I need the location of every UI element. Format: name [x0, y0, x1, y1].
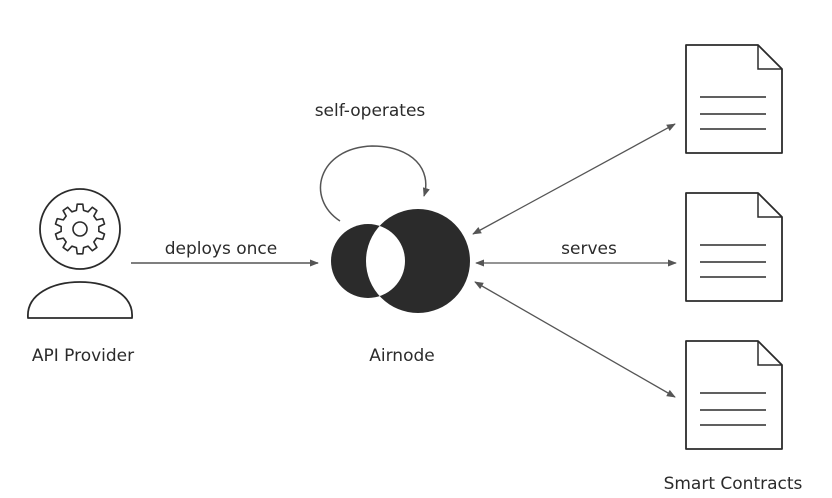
gear-icon: [54, 203, 106, 255]
deploys-label: deploys once: [165, 239, 277, 259]
serves-label: serves: [561, 239, 617, 259]
api-provider-icon: [27, 188, 133, 319]
document-icon: [685, 340, 783, 450]
self-operates-label: self-operates: [315, 101, 426, 121]
smart-contract-document-2: [685, 192, 783, 302]
document-icon: [685, 44, 783, 154]
document-icon: [685, 192, 783, 302]
api-provider-label: API Provider: [32, 346, 134, 366]
smart-contract-document-3: [685, 340, 783, 450]
airnode-logo: [331, 209, 470, 313]
airnode-label: Airnode: [369, 346, 434, 366]
smart-contracts-label: Smart Contracts: [664, 474, 803, 494]
user-body-icon: [27, 281, 133, 319]
self-operates-arrow: [319, 145, 430, 222]
serves-arrow-bottom: [474, 281, 676, 398]
serves-arrow-top: [472, 123, 676, 235]
smart-contract-document-1: [685, 44, 783, 154]
